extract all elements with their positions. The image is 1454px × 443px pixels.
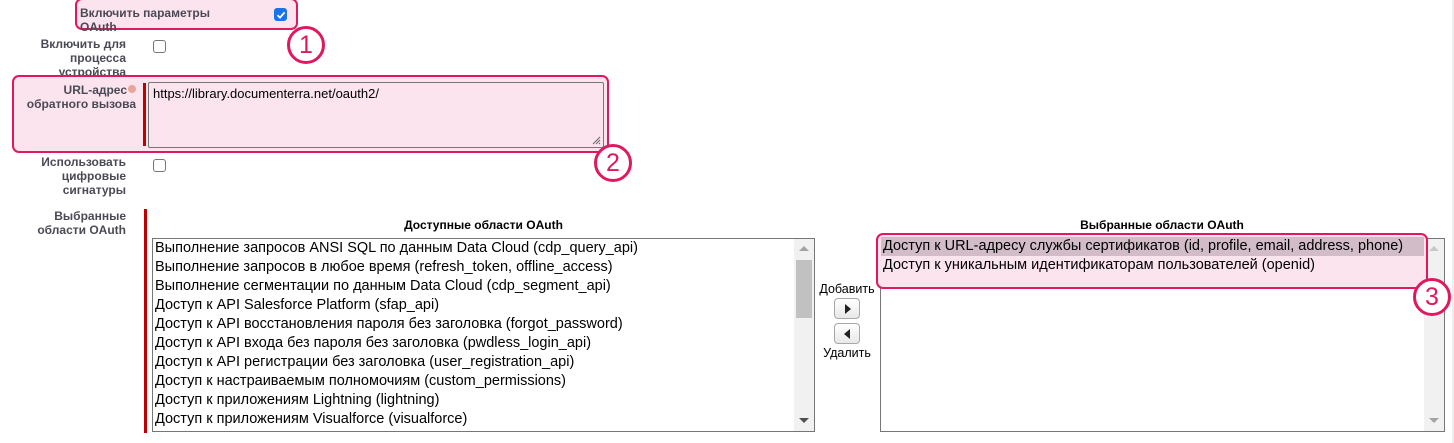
list-item[interactable]: Выполнение запросов в любое время (refre… xyxy=(155,259,613,275)
device-flow-label: Включить для процесса устройства xyxy=(10,37,126,79)
selected-scopes-items: Доступ к URL-адресу службы сертификатов … xyxy=(881,237,1424,275)
digital-signatures-label-line: цифровые xyxy=(61,169,126,183)
callback-url-label-line: URL-адрес xyxy=(14,83,136,97)
digital-signatures-label-line: сигнатуры xyxy=(62,183,126,197)
list-item[interactable]: Доступ к API входа без пароля без заголо… xyxy=(155,335,592,351)
scroll-down-icon[interactable] xyxy=(1429,418,1439,423)
add-scope-button[interactable] xyxy=(834,298,860,319)
required-indicator xyxy=(144,209,147,433)
list-item[interactable]: Выполнение сегментации по данным Data Cl… xyxy=(155,278,611,294)
list-item[interactable]: Доступ к API Salesforce Platform (sfap_a… xyxy=(155,297,440,313)
remove-label: Удалить xyxy=(823,346,871,360)
enable-oauth-label: Включить параметры OAuth xyxy=(80,6,210,34)
callback-url-label-text: URL-адрес xyxy=(63,83,127,97)
list-item[interactable]: Доступ к приложениям Visualforce (visual… xyxy=(155,411,468,427)
callout-2: 2 xyxy=(594,144,632,182)
list-item[interactable]: Доступ к API регистрации без заголовка (… xyxy=(155,354,575,370)
highlight-box-3 xyxy=(876,233,1428,289)
required-indicator xyxy=(143,83,146,146)
selected-scopes-title: Выбранные области OAuth xyxy=(1080,218,1244,232)
callout-3: 3 xyxy=(1413,278,1451,316)
arrow-right-icon xyxy=(845,304,851,314)
device-flow-checkbox[interactable] xyxy=(153,40,166,53)
available-scopes-title: Доступные области OAuth xyxy=(404,218,563,232)
digital-signatures-label: Использовать цифровые сигнатуры xyxy=(10,155,126,197)
digital-signatures-label-line: Использовать xyxy=(41,155,126,169)
page-edge-divider xyxy=(1452,0,1454,443)
list-item[interactable]: Доступ к уникальным идентификаторам поль… xyxy=(883,257,1315,273)
enable-oauth-checkbox[interactable] xyxy=(274,8,287,21)
oauth-scopes-label: Выбранные области OAuth xyxy=(10,209,126,237)
list-item[interactable]: Доступ к настраиваемым полномочиям (cust… xyxy=(155,373,567,389)
info-icon[interactable] xyxy=(128,85,136,93)
oauth-scopes-label-line: Выбранные xyxy=(54,209,126,223)
add-label: Добавить xyxy=(819,282,875,296)
device-flow-label-line: Включить для xyxy=(40,37,126,51)
oauth-scopes-label-line: области OAuth xyxy=(37,223,126,237)
callback-url-textarea[interactable]: https://library.documenterra.net/oauth2/ xyxy=(148,82,604,148)
resize-grip-icon[interactable] xyxy=(592,136,601,145)
list-item[interactable]: Доступ к API восстановления пароля без з… xyxy=(155,316,623,332)
scroll-up-icon[interactable] xyxy=(799,246,809,251)
list-item[interactable]: Выполнение запросов ANSI SQL по данным D… xyxy=(155,240,638,256)
highlight-box-2 xyxy=(12,75,609,153)
scroll-thumb[interactable] xyxy=(796,260,812,318)
highlight-box-1 xyxy=(75,0,298,30)
list-item-selected[interactable]: Доступ к URL-адресу службы сертификатов … xyxy=(881,237,1424,256)
callback-url-value: https://library.documenterra.net/oauth2/ xyxy=(153,86,379,101)
arrow-left-icon xyxy=(844,329,850,339)
device-flow-label-line: процесса xyxy=(70,51,126,65)
scroll-down-icon[interactable] xyxy=(799,418,809,423)
list-item[interactable]: Доступ к приложениям Lightning (lightnin… xyxy=(155,392,440,408)
callback-url-label-line: обратного вызова xyxy=(26,97,136,111)
available-scopes-scrollbar[interactable] xyxy=(794,239,814,431)
scroll-up-icon[interactable] xyxy=(1429,246,1439,251)
checkmark-icon xyxy=(276,11,286,19)
remove-scope-button[interactable] xyxy=(834,323,860,344)
available-scopes-items: Выполнение запросов ANSI SQL по данным D… xyxy=(153,239,814,429)
digital-signatures-checkbox[interactable] xyxy=(153,159,166,172)
available-scopes-listbox[interactable]: Выполнение запросов ANSI SQL по данным D… xyxy=(152,238,815,432)
callback-url-label: URL-адрес обратного вызова xyxy=(14,83,136,111)
callout-1: 1 xyxy=(287,26,325,64)
